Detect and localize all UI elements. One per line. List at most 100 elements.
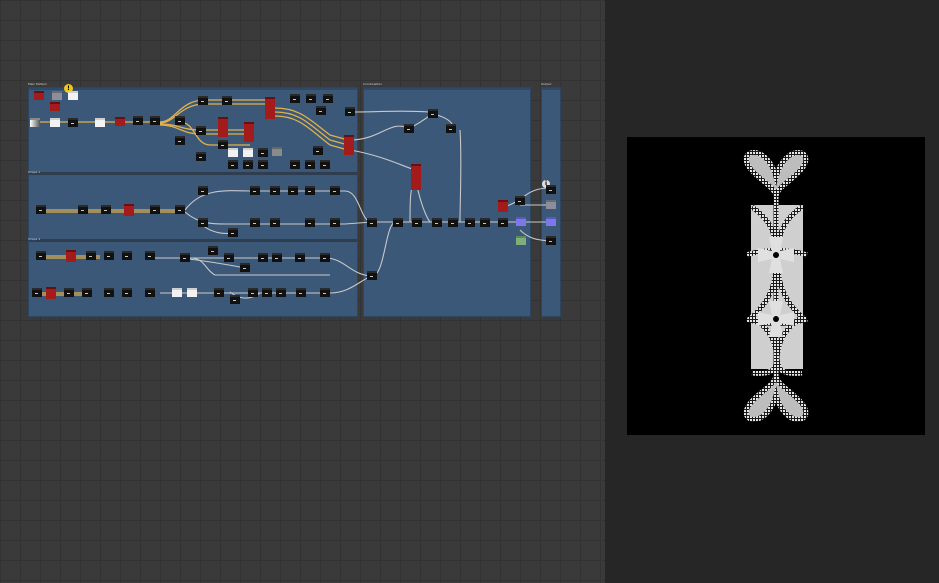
node[interactable] [344, 135, 354, 155]
node[interactable] [320, 253, 330, 262]
node[interactable] [248, 288, 258, 297]
node[interactable] [305, 218, 315, 227]
node[interactable] [196, 152, 206, 161]
node[interactable] [240, 263, 250, 272]
node[interactable] [228, 228, 238, 237]
node[interactable] [258, 148, 268, 157]
node[interactable] [46, 287, 56, 299]
node[interactable] [196, 126, 206, 135]
node[interactable] [262, 288, 272, 297]
node[interactable] [465, 218, 475, 227]
node[interactable] [64, 288, 74, 297]
node[interactable] [250, 186, 260, 195]
node[interactable] [428, 109, 438, 118]
output-node[interactable] [546, 236, 556, 245]
node[interactable] [295, 253, 305, 262]
node[interactable] [432, 218, 442, 227]
node[interactable] [175, 205, 185, 214]
node[interactable] [296, 288, 306, 297]
node[interactable] [214, 288, 224, 297]
node[interactable] [250, 218, 260, 227]
node[interactable] [446, 124, 456, 133]
node[interactable] [288, 186, 298, 195]
node[interactable] [244, 122, 254, 142]
node[interactable] [198, 96, 208, 105]
node[interactable] [180, 253, 190, 262]
node[interactable] [115, 117, 125, 126]
node[interactable] [330, 186, 340, 195]
node[interactable] [330, 218, 340, 227]
node[interactable] [145, 251, 155, 260]
node[interactable] [516, 236, 526, 245]
node[interactable] [270, 218, 280, 227]
node[interactable] [498, 218, 508, 227]
node[interactable] [411, 164, 421, 190]
node[interactable] [320, 288, 330, 297]
node[interactable] [498, 200, 508, 212]
frame-main-pattern[interactable] [28, 87, 358, 317]
node[interactable] [145, 288, 155, 297]
node[interactable] [367, 218, 377, 227]
node[interactable] [122, 288, 132, 297]
node[interactable] [36, 205, 46, 214]
node[interactable] [270, 186, 280, 195]
node[interactable] [172, 288, 182, 297]
node[interactable] [258, 253, 268, 262]
node[interactable] [50, 118, 60, 127]
node[interactable] [404, 124, 414, 133]
node[interactable] [290, 160, 300, 169]
node[interactable] [480, 218, 490, 227]
output-node[interactable] [546, 200, 556, 209]
node[interactable] [393, 218, 403, 227]
node[interactable] [345, 107, 355, 116]
node[interactable] [34, 91, 44, 100]
output-node[interactable] [546, 185, 556, 194]
node[interactable] [175, 116, 185, 125]
node[interactable] [323, 94, 333, 103]
node[interactable] [104, 288, 114, 297]
node[interactable] [305, 160, 315, 169]
node[interactable] [305, 186, 315, 195]
node[interactable] [230, 295, 240, 304]
node[interactable] [228, 160, 238, 169]
node[interactable] [68, 118, 78, 127]
node[interactable] [272, 253, 282, 262]
2d-preview-panel[interactable] [605, 0, 939, 583]
node[interactable] [36, 251, 46, 260]
node[interactable] [82, 288, 92, 297]
node[interactable] [224, 253, 234, 262]
info-icon[interactable]: i [542, 180, 550, 188]
node[interactable] [258, 160, 268, 169]
node[interactable] [272, 147, 282, 156]
node[interactable] [150, 116, 160, 125]
node[interactable] [367, 271, 377, 280]
node-graph-canvas[interactable]: Main Pattern Shape 1 Shape 2 Combination… [0, 0, 605, 583]
node[interactable] [95, 118, 105, 127]
node[interactable] [222, 96, 232, 105]
node[interactable] [52, 91, 62, 100]
preview-viewport[interactable] [627, 137, 925, 435]
node[interactable] [228, 148, 238, 157]
node[interactable] [515, 196, 525, 205]
node[interactable] [50, 102, 60, 111]
node[interactable] [218, 140, 228, 149]
node[interactable] [30, 118, 40, 127]
node[interactable] [412, 218, 422, 227]
node[interactable] [198, 218, 208, 227]
node[interactable] [104, 251, 114, 260]
node[interactable] [218, 117, 228, 137]
node[interactable] [290, 94, 300, 103]
node[interactable] [101, 205, 111, 214]
node[interactable] [175, 136, 185, 145]
node[interactable] [306, 94, 316, 103]
node[interactable] [198, 186, 208, 195]
node[interactable] [133, 116, 143, 125]
node[interactable] [243, 148, 253, 157]
node[interactable] [265, 97, 275, 119]
warning-icon[interactable]: ! [64, 84, 73, 93]
node[interactable] [316, 106, 326, 115]
node[interactable] [66, 250, 76, 262]
node[interactable] [516, 217, 526, 226]
node[interactable] [320, 160, 330, 169]
node[interactable] [122, 251, 132, 260]
